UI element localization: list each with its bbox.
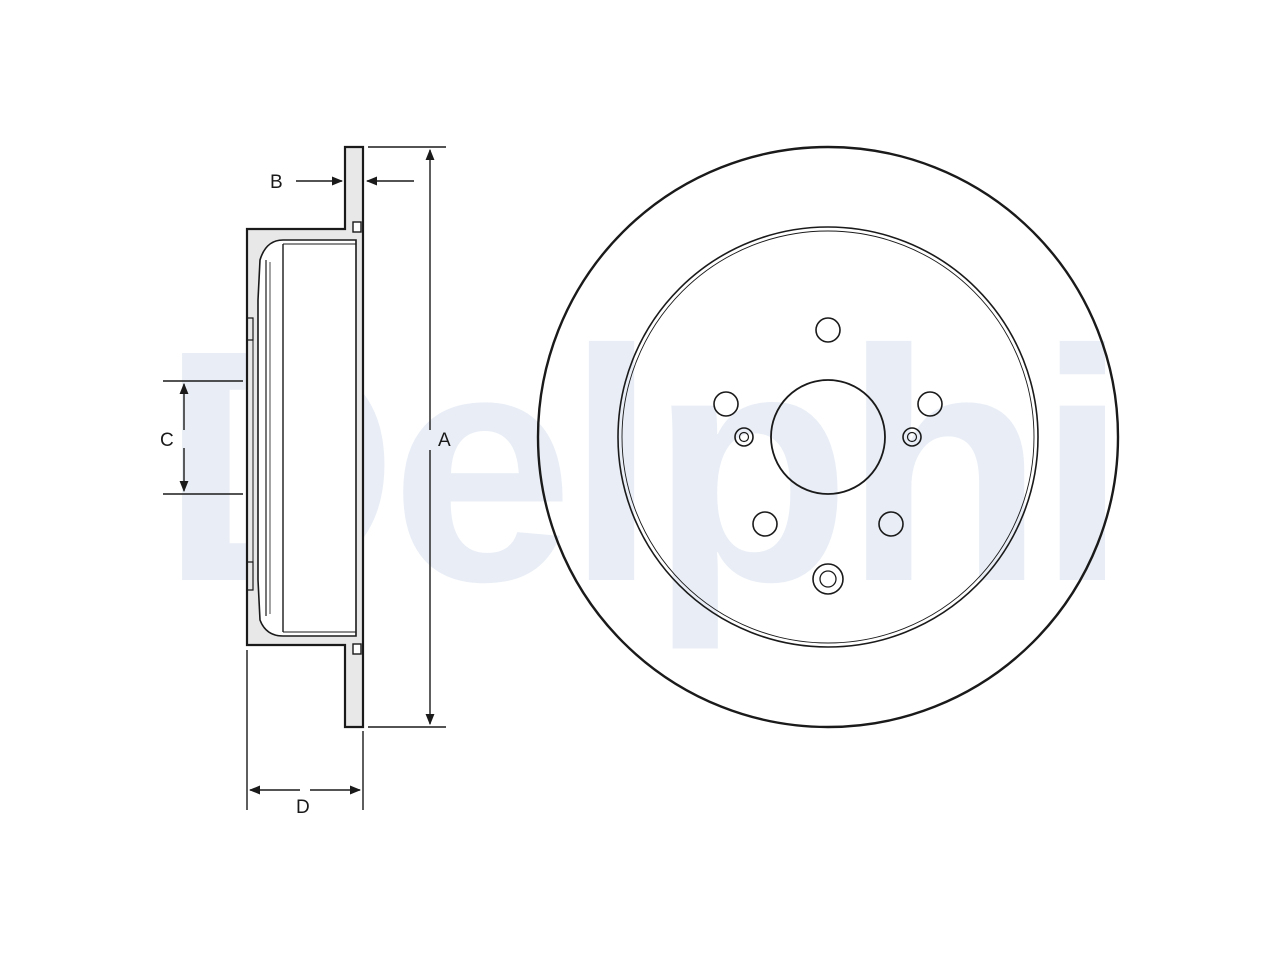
dimension-d bbox=[246, 650, 364, 810]
hat-cavity bbox=[257, 239, 357, 637]
friction-ring-inner-edge bbox=[617, 226, 1039, 648]
center-bore bbox=[770, 379, 886, 495]
stud-hole bbox=[752, 511, 778, 537]
dimension-d-label: D bbox=[296, 797, 310, 818]
dimension-a-label: A bbox=[438, 430, 451, 451]
dimension-c bbox=[163, 380, 243, 495]
side-section-view bbox=[245, 145, 365, 729]
stud-hole bbox=[713, 391, 739, 417]
balance-hole bbox=[812, 563, 844, 595]
disc-outer-edge bbox=[536, 145, 1120, 729]
dimension-b-label: B bbox=[270, 172, 283, 193]
stud-hole bbox=[878, 511, 904, 537]
front-view bbox=[536, 145, 1120, 729]
locating-screw-hole bbox=[734, 427, 754, 447]
locating-screw-hole bbox=[902, 427, 922, 447]
dimension-c-label: C bbox=[160, 430, 174, 451]
stud-hole bbox=[815, 317, 841, 343]
stud-hole bbox=[917, 391, 943, 417]
dimension-a bbox=[368, 146, 446, 728]
